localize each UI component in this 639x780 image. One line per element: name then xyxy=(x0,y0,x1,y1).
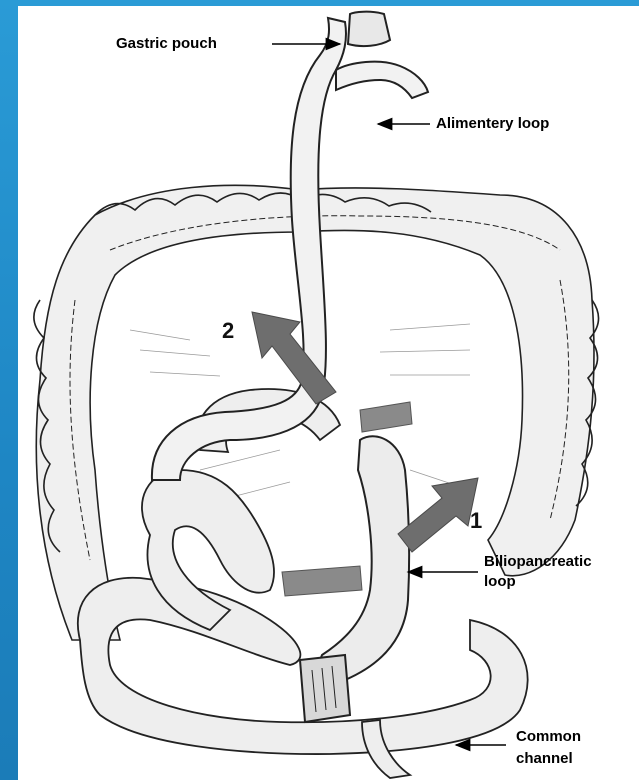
direction-arrow-1 xyxy=(398,478,478,552)
label-common-channel-line2: channel xyxy=(516,750,573,768)
gastric-pouch xyxy=(348,12,390,46)
label-biliopancreatic-line1: Biliopancreatic xyxy=(484,553,592,571)
label-common-channel-line1: Common xyxy=(516,728,581,746)
label-alimentery-loop: Alimentery loop xyxy=(436,115,549,133)
label-biliopancreatic-line2: loop xyxy=(484,573,516,591)
marker-1: 1 xyxy=(470,508,482,534)
label-gastric-pouch: Gastric pouch xyxy=(116,35,217,53)
marker-2: 2 xyxy=(222,318,234,344)
